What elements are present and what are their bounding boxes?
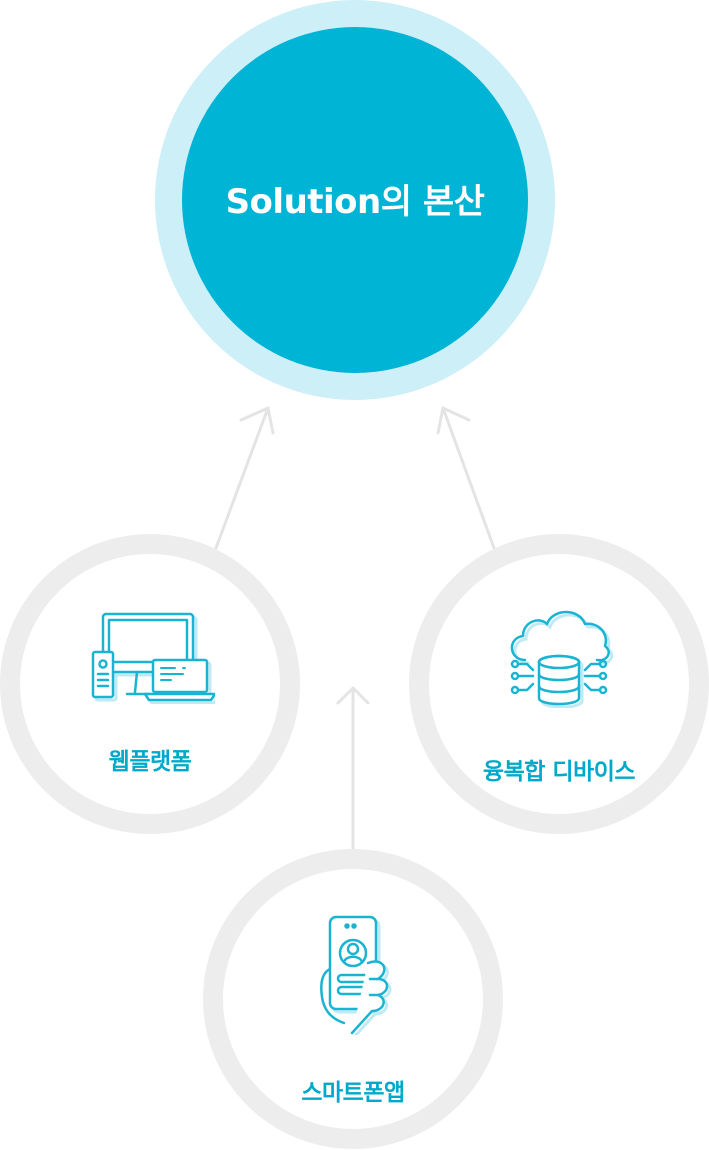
- arrow-web-to-hub: [214, 406, 275, 550]
- node-smartphone-app: 스마트폰앱: [203, 849, 503, 1149]
- node-web-platform: 웹플랫폼: [0, 534, 300, 834]
- hub-title: Solution의 본산: [225, 181, 485, 222]
- smartphone-hand-icon: [320, 915, 392, 1035]
- node-phone-label: 스마트폰앱: [301, 1080, 405, 1106]
- hub-circle: Solution의 본산: [182, 27, 528, 373]
- arrow-device-to-hub: [436, 406, 496, 550]
- desktop-laptop-icon: [91, 612, 215, 704]
- node-converged-device: 융복합 디바이스: [409, 534, 709, 834]
- cloud-database-icon: [510, 610, 614, 708]
- arrow-phone-up: [336, 686, 370, 852]
- node-device-label: 융복합 디바이스: [482, 759, 636, 785]
- node-web-label: 웹플랫폼: [108, 749, 192, 775]
